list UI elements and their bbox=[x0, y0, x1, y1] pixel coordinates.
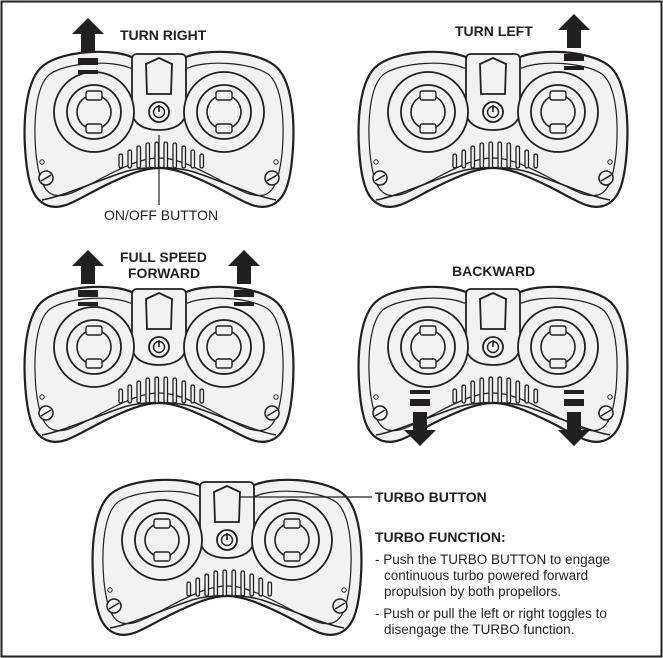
panel-turn-right: TURN RIGHT ON/OFF BUTTON bbox=[23, 18, 295, 223]
bullet-1-line1: - Push the TURBO BUTTON to engage bbox=[375, 552, 610, 567]
bullet-2-line2: disengage the TURBO function. bbox=[384, 622, 574, 637]
panel-title-line2: FORWARD bbox=[128, 265, 200, 281]
bullet-1-line2: continuous turbo powered forward bbox=[384, 568, 588, 583]
turbo-callout: TURBO BUTTON bbox=[375, 489, 487, 505]
panel-title: BACKWARD bbox=[452, 263, 535, 279]
bullet-1-line3: propulsion by both propellors. bbox=[384, 584, 561, 599]
panel-title-line1: FULL SPEED bbox=[120, 249, 207, 265]
panel-turn-left: TURN LEFT bbox=[357, 14, 629, 208]
turbo-heading: TURBO FUNCTION: bbox=[375, 529, 506, 545]
bullet-2-line1: - Push or pull the left or right toggles… bbox=[375, 606, 607, 621]
panel-backward: BACKWARD bbox=[357, 263, 629, 446]
panel-turbo: TURBO BUTTON TURBO FUNCTION: - Push the … bbox=[91, 478, 610, 637]
panel-title: TURN RIGHT bbox=[120, 27, 207, 43]
onoff-callout: ON/OFF BUTTON bbox=[104, 207, 218, 223]
panel-full-speed-forward: FULL SPEED FORWARD bbox=[23, 249, 295, 443]
panel-title: TURN LEFT bbox=[455, 23, 533, 39]
